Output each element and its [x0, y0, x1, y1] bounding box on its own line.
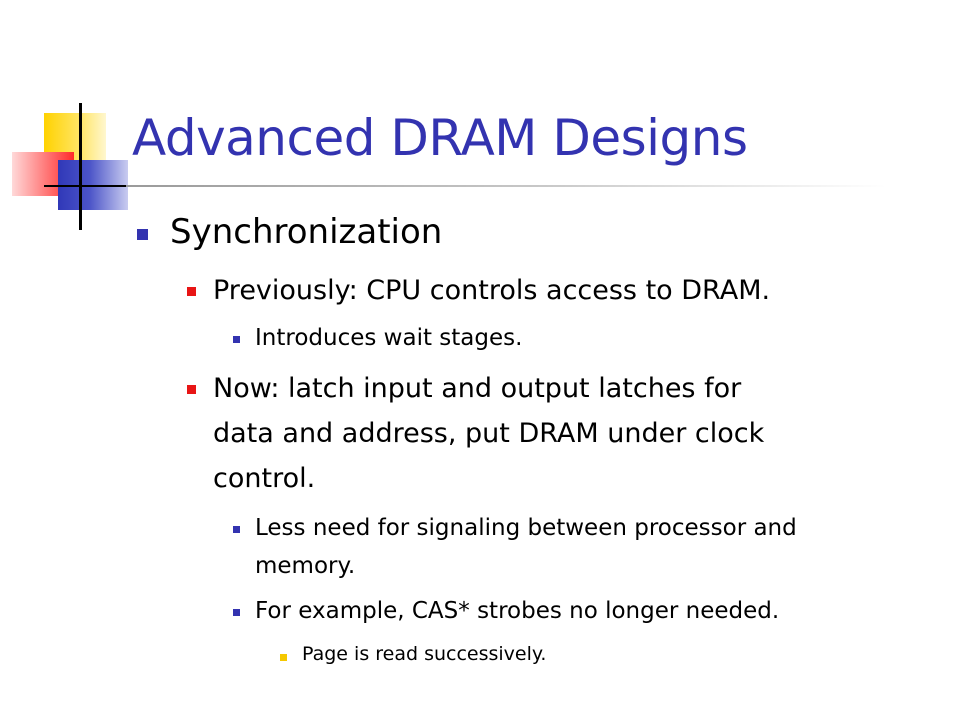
- decor-horizontal-line: [44, 185, 140, 187]
- bullet-now-line-3: control.: [213, 463, 316, 494]
- bullet-less-need-line-1: Less need for signaling between processo…: [255, 515, 797, 541]
- bullet-wait-stages: Introduces wait stages.: [255, 325, 523, 351]
- bullet-page-read: Page is read successively.: [302, 643, 547, 665]
- bullet-now-line-2: data and address, put DRAM under clock: [213, 418, 765, 449]
- bullet-cas-strobes: For example, CAS* strobes no longer need…: [255, 598, 780, 624]
- title-underline: [126, 185, 886, 187]
- bullet-square-icon: [137, 229, 148, 240]
- slide-title: Advanced DRAM Designs: [132, 109, 748, 167]
- bullet-square-icon: [233, 526, 240, 533]
- corner-decoration: [0, 0, 140, 230]
- bullet-previously: Previously: CPU controls access to DRAM.: [213, 275, 771, 306]
- decor-vertical-line: [79, 103, 82, 230]
- bullet-now-line-1: Now: latch input and output latches for: [213, 373, 742, 404]
- bullet-synchronization: Synchronization: [170, 212, 443, 252]
- bullet-square-icon: [187, 287, 196, 296]
- bullet-square-icon: [233, 336, 240, 343]
- bullet-square-icon: [280, 654, 287, 661]
- bullet-square-icon: [187, 385, 196, 394]
- bullet-square-icon: [233, 609, 240, 616]
- bullet-less-need-line-2: memory.: [255, 553, 356, 579]
